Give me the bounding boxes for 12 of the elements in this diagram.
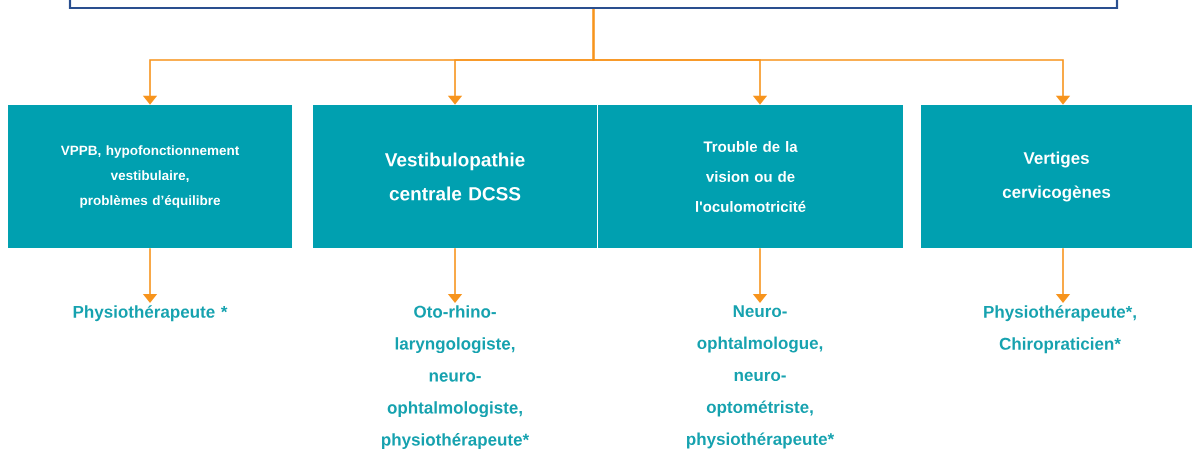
arrow [592, 8, 1071, 105]
category-box: VPPB, hypofonctionnement vestibulaire, problèmes d’équilibre [8, 105, 292, 248]
header-box [68, 0, 1119, 10]
category-box: Trouble de la vision ou de l'oculomotricité [598, 105, 903, 248]
category-box: Vertiges cervicogènes [921, 105, 1192, 248]
specialist-text: Physiothérapeute*, Chiropraticien* [984, 305, 1136, 354]
node-label: Vestibulopathie centrale DCSS [384, 152, 525, 201]
specialist-text: Neuro-ophtalmologue, neuro-optométriste, physiothérapeute* [686, 305, 835, 449]
specialist-text: Physiothérapeute * [73, 305, 228, 322]
node-label: Trouble de la vision ou de l'oculomotricité [696, 140, 806, 212]
specialist-text: Oto-rhino-laryngologiste, neuro-ophtalmologiste, physiothérapeute* [382, 305, 530, 450]
category-box: Vestibulopathie centrale DCSS [313, 105, 597, 248]
